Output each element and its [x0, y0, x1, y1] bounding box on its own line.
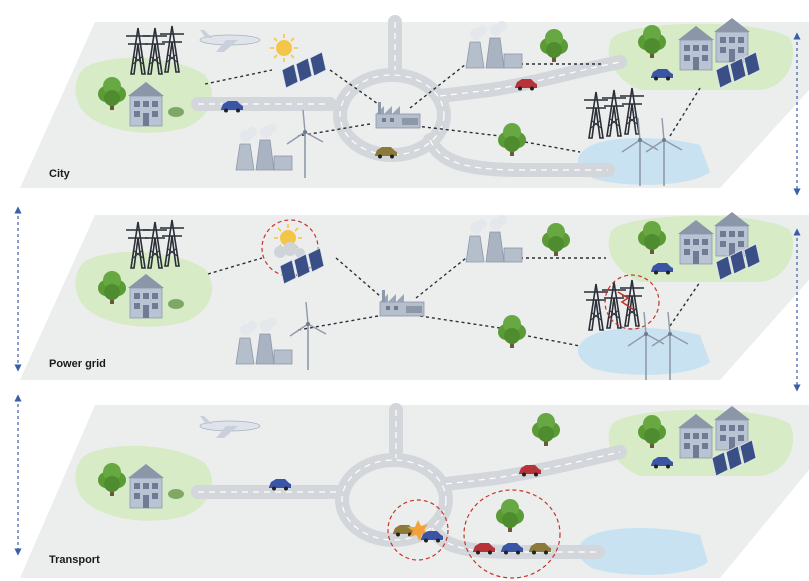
collision-ring — [387, 499, 449, 561]
city-layer — [20, 15, 809, 188]
cloud-icon — [274, 242, 305, 258]
failed-pylon-ring — [604, 274, 660, 330]
grid-water — [578, 328, 710, 375]
grid-links — [207, 257, 701, 347]
power-grid-layer — [20, 211, 809, 381]
bush-icon — [168, 299, 184, 309]
traffic-jam-ring — [463, 489, 561, 579]
bush-icon — [168, 107, 184, 117]
layer-label-city: City — [49, 168, 70, 180]
city-road-markings — [198, 22, 621, 171]
transport-water — [578, 528, 708, 575]
interlayer-arrows — [14, 32, 801, 556]
transport-layer — [20, 403, 809, 579]
collision-icon — [407, 520, 430, 541]
layer-label-transport: Transport — [49, 554, 100, 566]
layer-label-power-grid: Power grid — [49, 358, 106, 370]
city-water — [578, 138, 710, 185]
fault-spark-icon — [617, 291, 635, 311]
bush-icon — [168, 489, 184, 499]
